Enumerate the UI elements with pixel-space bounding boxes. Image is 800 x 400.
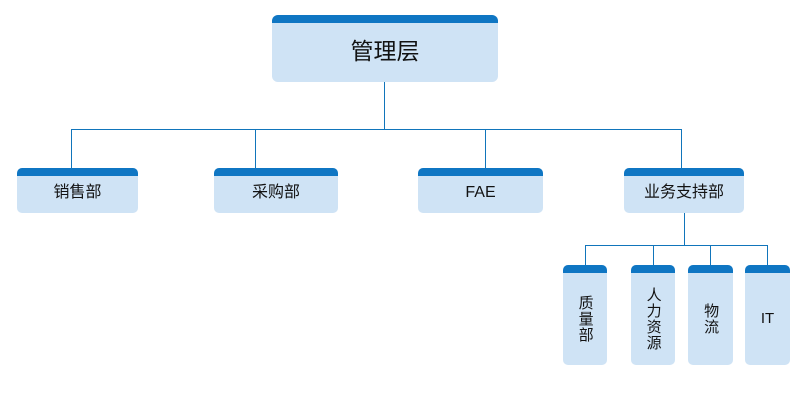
node-human-resources[interactable]: 人力资源 [631,265,675,365]
node-header-bar-icon [745,265,790,273]
connector-drop-sales [71,129,72,168]
node-logistics[interactable]: 物流 [688,265,733,365]
connector-level2-bus [71,129,682,130]
node-label-human-resources: 人力资源 [644,287,662,351]
connector-drop-it [767,245,768,265]
node-it[interactable]: IT [745,265,790,365]
connector-drop-logistics [710,245,711,265]
node-sales[interactable]: 销售部 [17,168,138,213]
node-label-management: 管理层 [350,38,420,65]
node-header-bar-icon [624,168,744,176]
connector-drop-purchase [255,129,256,168]
node-header-bar-icon [631,265,675,273]
node-header-bar-icon [17,168,138,176]
node-business-support[interactable]: 业务支持部 [624,168,744,213]
connector-drop-hr [653,245,654,265]
node-purchase[interactable]: 采购部 [214,168,338,213]
node-header-bar-icon [418,168,543,176]
node-label-it: IT [760,310,775,328]
connector-drop-business-support [681,129,682,168]
node-label-sales: 销售部 [53,184,102,202]
node-label-business-support: 业务支持部 [643,184,724,202]
node-quality[interactable]: 质量部 [563,265,607,365]
node-label-quality: 质量部 [576,295,594,343]
node-header-bar-icon [688,265,733,273]
connector-level3-bus [585,245,767,246]
node-fae[interactable]: FAE [418,168,543,213]
connector-drop-quality [585,245,586,265]
node-label-purchase: 采购部 [251,184,300,202]
node-header-bar-icon [563,265,607,273]
connector-drop-fae [485,129,486,168]
node-label-logistics: 物流 [702,303,720,335]
node-header-bar-icon [214,168,338,176]
node-label-fae: FAE [465,184,496,202]
node-header-bar-icon [272,15,498,23]
connector-business-support-stem [684,213,685,245]
node-management[interactable]: 管理层 [272,15,498,82]
connector-root-stem [384,82,385,130]
